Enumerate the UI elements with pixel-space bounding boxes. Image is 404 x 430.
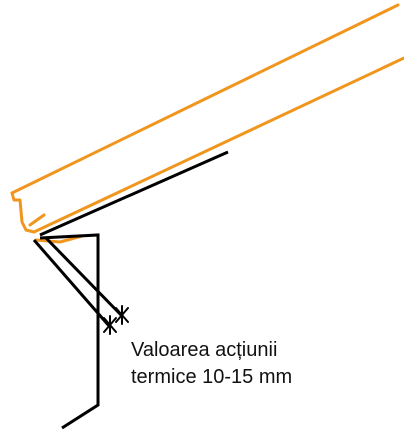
flashing-diagonal-outer xyxy=(32,239,112,328)
orange-tab xyxy=(34,234,84,244)
annotation-line-2: termice 10-15 mm xyxy=(131,366,292,388)
roof-panel-return xyxy=(28,213,46,227)
roof-panel-upper-edge xyxy=(10,3,400,195)
roof-panel-hook xyxy=(10,191,36,234)
asterisk-marker-1 xyxy=(103,315,117,335)
black-flashing-profile xyxy=(32,150,229,430)
asterisk-marker-2 xyxy=(115,305,129,325)
flashing-diagonal-inner xyxy=(44,236,124,318)
thermal-movement-markers xyxy=(103,305,129,335)
annotation-line-1: Valoarea acțiunii xyxy=(131,339,277,361)
orange-roof-profile xyxy=(10,3,404,244)
thermal-annotation: Valoarea acțiunii termice 10-15 mm xyxy=(131,339,292,388)
flashing-top-edge xyxy=(39,150,229,237)
roof-panel-lower-edge xyxy=(32,56,404,234)
flashing-vertical xyxy=(39,233,100,430)
